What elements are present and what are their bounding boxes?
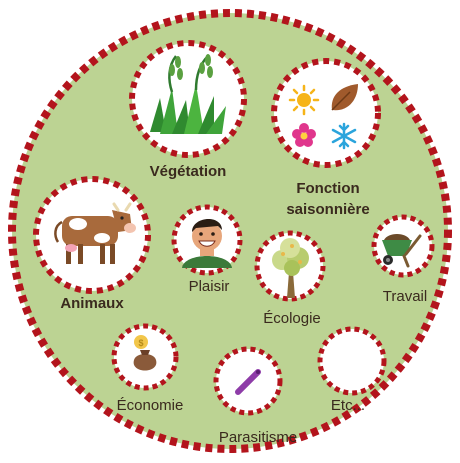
travail-label: Travail — [383, 288, 427, 305]
svg-text:$: $ — [138, 338, 143, 348]
node-travail: Travail — [374, 217, 432, 305]
vegetation-label: Végétation — [150, 163, 227, 180]
economie-label: Économie — [117, 397, 184, 414]
animaux-label: Animaux — [60, 295, 124, 312]
sun-icon — [290, 86, 318, 114]
plaisir-label: Plaisir — [189, 278, 230, 295]
ecologie-label: Écologie — [263, 310, 321, 327]
vegetation-ring — [132, 43, 244, 155]
seasons-ring — [274, 61, 378, 165]
fonction-label-line1: Fonction — [296, 180, 359, 197]
etc-ring — [320, 329, 384, 393]
node-ecologie: Écologie — [257, 233, 323, 327]
parasitisme-label: Parasitisme — [219, 429, 297, 446]
etc-label: Etc... — [331, 397, 365, 414]
fonction-label-line2: saisonnière — [286, 201, 369, 218]
